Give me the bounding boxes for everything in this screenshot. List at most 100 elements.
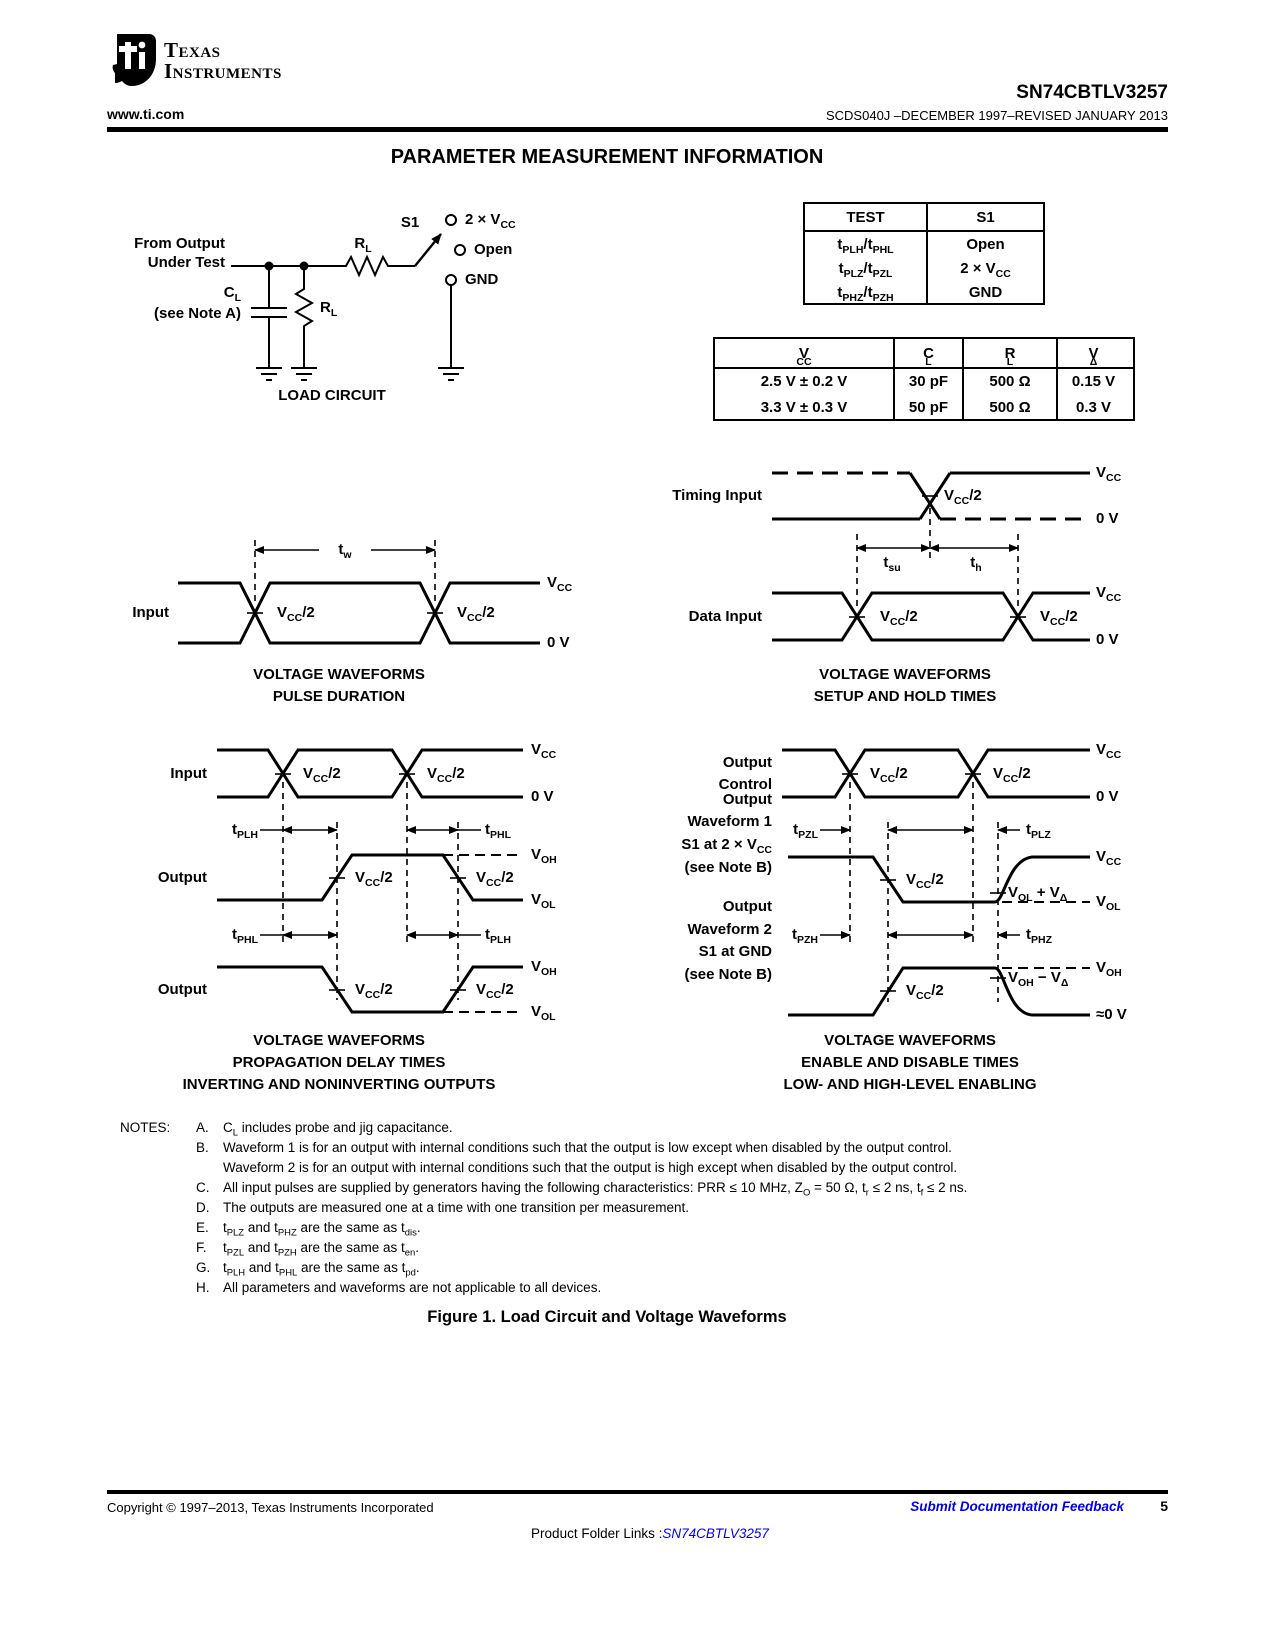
vcc-half-label: VCC/2	[944, 487, 982, 508]
cond-cell: 30 pF	[908, 373, 949, 390]
cond-cell: 0.15 V	[1071, 373, 1116, 390]
cond-cell: 0.3 V	[1075, 399, 1112, 416]
tplh-label: tPLH	[485, 926, 511, 947]
switch-pos-open-label: Open	[474, 241, 513, 259]
vcc-half-label: VCC/2	[906, 982, 944, 1003]
note-text: CL includes probe and jig capacitance.	[223, 1120, 453, 1139]
tplz-label: tPLZ	[1026, 821, 1051, 842]
th-label: th	[970, 554, 982, 575]
output-control-label-2: Control	[718, 776, 772, 794]
s1-label: S1	[400, 214, 420, 232]
tpzh-label: tPZH	[792, 926, 818, 947]
wf2-label-3: S1 at GND	[698, 943, 772, 961]
s1-cell: GND	[968, 283, 1003, 301]
cond-col-cl: 30 pF 50 pF	[895, 369, 964, 421]
notes-block: NOTES:A.CL includes probe and jig capaci…	[120, 1118, 1120, 1298]
wf1-label-3: S1 at 2 × VCC	[681, 836, 772, 857]
cond-cell: 500 Ω	[989, 373, 1031, 390]
test-table-header-test: TEST	[805, 204, 928, 230]
timing-input-label: Timing Input	[672, 487, 762, 505]
footer-rule	[107, 1490, 1168, 1494]
tpzl-label: tPZL	[793, 821, 818, 842]
waveform2	[788, 966, 1090, 1017]
vcc-half-label: VCC/2	[1040, 608, 1078, 629]
test-cell: tPLZ/tPZL	[838, 259, 893, 280]
caption-line: SETUP AND HOLD TIMES	[813, 688, 997, 705]
vcc-level-label: VCC	[1096, 584, 1122, 605]
submit-feedback-link[interactable]: Submit Documentation Feedback	[910, 1499, 1124, 1514]
zero-v-level-label: 0 V	[1096, 788, 1119, 806]
doc-revision-line: SCDS040J –DECEMBER 1997–REVISED JANUARY …	[825, 108, 1168, 123]
wf1-label-2: Waveform 1	[687, 813, 772, 831]
caption-line: PULSE DURATION	[272, 688, 406, 705]
cond-cell: 500 Ω	[989, 399, 1031, 416]
voh-level-label: VOH	[531, 846, 557, 867]
cond-cell: 2.5 V ± 0.2 V	[760, 373, 848, 390]
input-label: Input	[132, 604, 169, 622]
cond-col-vcc: 2.5 V ± 0.2 V 3.3 V ± 0.3 V	[715, 369, 895, 421]
s1-cell: Open	[966, 235, 1005, 253]
vcc-half-label: VCC/2	[476, 981, 514, 1002]
setup-hold-diagram: Timing Input VCC/2 VCC 0 V tsu th Data I…	[640, 430, 1140, 710]
tplh-label: tPLH	[232, 821, 258, 842]
product-folder-line: Product Folder Links :SN74CBTLV3257	[150, 1526, 1150, 1541]
note-id: C.	[196, 1180, 210, 1195]
input-envelope	[178, 581, 540, 645]
output-control-envelope	[782, 748, 1090, 799]
approx-zero-v-label: ≈0 V	[1096, 1006, 1127, 1024]
cond-cell: 50 pF	[908, 399, 949, 416]
zero-v-level-label: 0 V	[531, 788, 554, 806]
note-id: E.	[196, 1220, 209, 1235]
test-table-header-s1: S1	[976, 208, 995, 226]
page-number: 5	[1160, 1498, 1168, 1514]
cl-label: CL	[223, 284, 241, 305]
caption-line: VOLTAGE WAVEFORMS	[253, 1032, 425, 1049]
voh-minus-vdelta-label: VOH − VΔ	[1008, 969, 1069, 990]
vcc-level-label: VCC	[1096, 464, 1122, 485]
vcc-half-label: VCC/2	[277, 604, 315, 625]
dashed-verticals	[856, 508, 1019, 606]
cond-col-rl: 500 Ω 500 Ω	[964, 369, 1058, 421]
brand-line2: Instruments	[164, 59, 282, 83]
product-folder-link[interactable]: SN74CBTLV3257	[662, 1526, 769, 1541]
wf2-label-4: (see Note B)	[684, 966, 772, 984]
note-text: Waveform 1 is for an output with interna…	[223, 1140, 952, 1155]
caption-line: LOW- AND HIGH-LEVEL ENABLING	[783, 1076, 1037, 1093]
load-circuit-diagram: From Output Under Test RL S1 2 × VCC Ope…	[107, 190, 687, 420]
cond-cell: 3.3 V ± 0.3 V	[760, 399, 848, 416]
data-input-envelope	[772, 591, 1090, 642]
vol-plus-vdelta-label: VOL + VΔ	[1008, 884, 1068, 905]
header-rule	[107, 127, 1168, 132]
vcc-half-label: VCC/2	[906, 871, 944, 892]
data-input-label: Data Input	[688, 608, 762, 626]
from-output-label-1: From Output	[134, 235, 225, 253]
caption-line: VOLTAGE WAVEFORMS	[824, 1032, 996, 1049]
voh-level-label: VOH	[1096, 959, 1122, 980]
vol-level-label: VOL	[531, 1003, 556, 1024]
output-label: Output	[157, 869, 207, 887]
dashed-verticals	[282, 782, 459, 1000]
from-output-label-2: Under Test	[147, 254, 225, 272]
notes-label: NOTES:	[120, 1120, 171, 1135]
vol-level-label: VOL	[531, 891, 556, 912]
load-circuit-wires	[231, 233, 452, 368]
caption-line: INVERTING AND NONINVERTING OUTPUTS	[182, 1076, 496, 1093]
enable-disable-diagram: Output Control VCC/2 VCC/2 VCC 0 V tPZL …	[640, 710, 1140, 1100]
vcc-half-label: VCC/2	[870, 765, 908, 786]
page-title: PARAMETER MEASUREMENT INFORMATION	[390, 146, 824, 168]
voh-level-label: VOH	[531, 958, 557, 979]
wf2-label-2: Waveform 2	[687, 921, 772, 939]
note-text: The outputs are measured one at a time w…	[223, 1200, 690, 1215]
cond-col-vdelta: 0.15 V 0.3 V	[1058, 369, 1129, 421]
caption-line: VOLTAGE WAVEFORMS	[253, 666, 425, 683]
note-id: H.	[196, 1280, 210, 1295]
zero-v-level-label: 0 V	[547, 634, 570, 652]
tsu-label: tsu	[883, 554, 901, 575]
note-id: G.	[196, 1260, 211, 1275]
caption-line: VOLTAGE WAVEFORMS	[819, 666, 991, 683]
wf1-label-4: (see Note B)	[684, 859, 772, 877]
brand-line1: Texas	[164, 38, 221, 62]
